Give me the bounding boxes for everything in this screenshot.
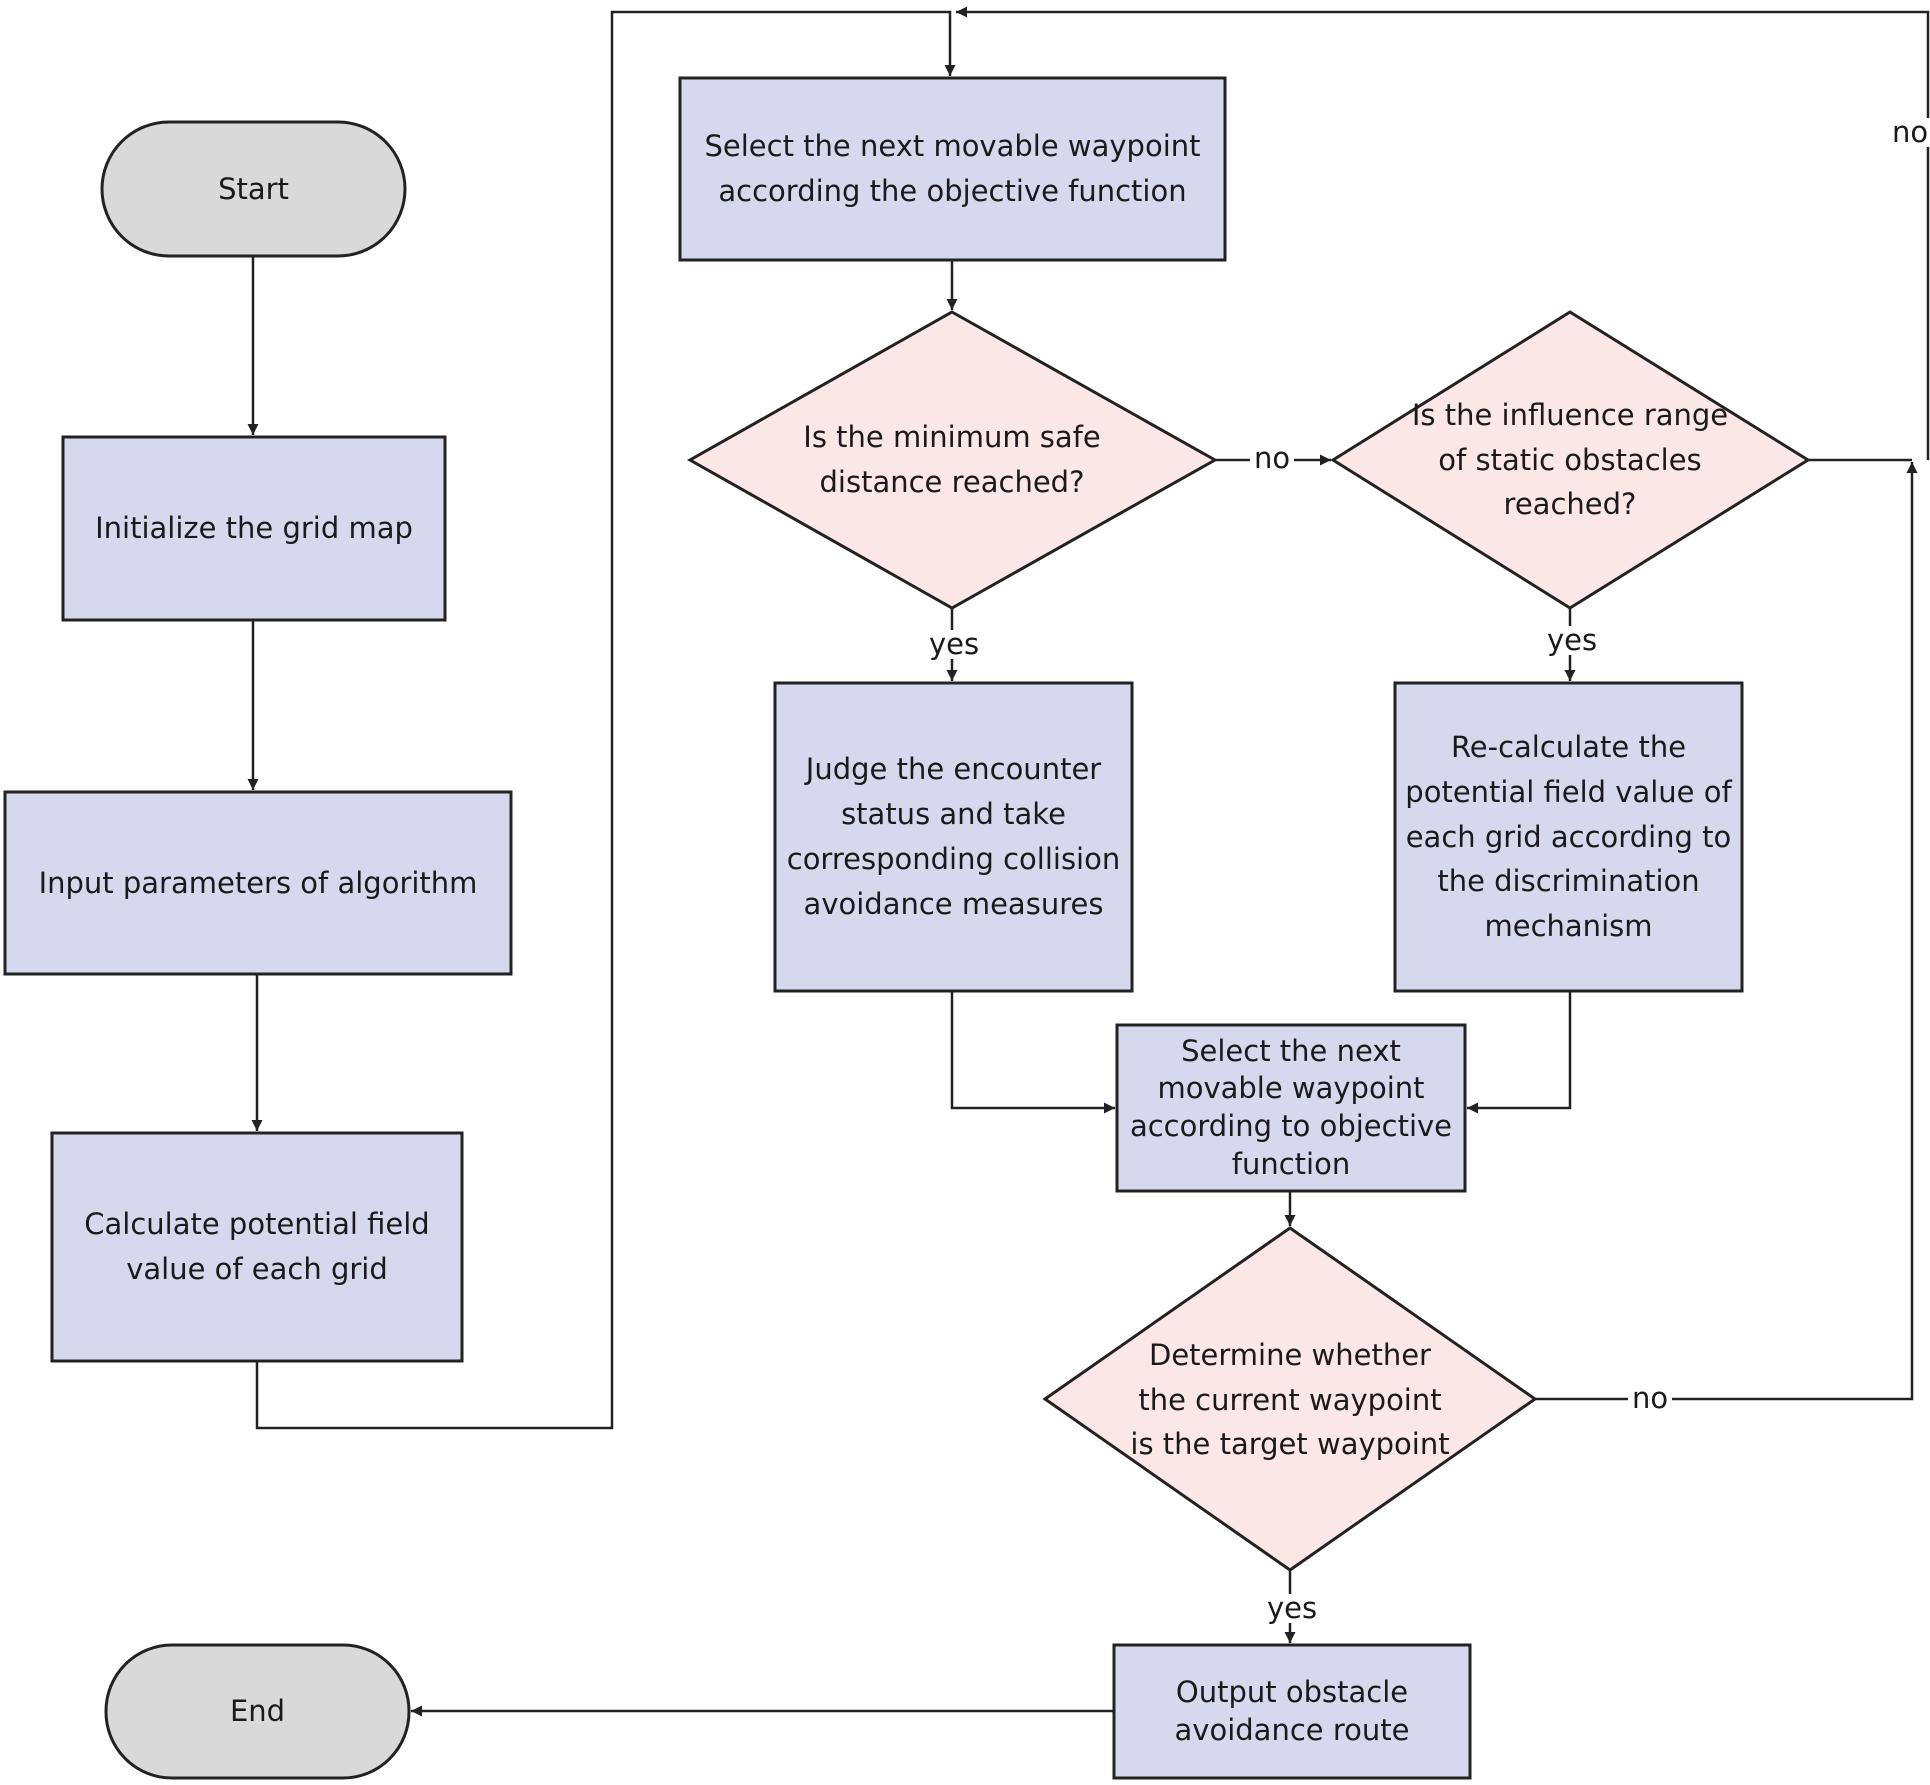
edge-judge-to-select-mid (950, 991, 1115, 1114)
init-grid-box (61, 435, 447, 622)
select-next-top-label: Select the next movable waypoint accordi… (704, 129, 1201, 208)
calc-field-label: Calculate potential field value of each … (84, 1207, 430, 1286)
end-label: End (229, 1694, 286, 1729)
end-terminal (104, 1643, 411, 1780)
edge-label-safe-no: no (1250, 444, 1295, 473)
target-check-label: Determine whether the current waypoint i… (1130, 1337, 1450, 1462)
output-route-label: Output obstacle avoidance route (1174, 1674, 1410, 1747)
static-obstacles-label: Is the influence range of static obstacl… (1411, 397, 1729, 522)
edge-label-target-yes: yes (1263, 1594, 1322, 1623)
edge-label-static-no: no (1888, 118, 1930, 147)
calc-field-box (50, 1131, 464, 1363)
select-next-mid-box (1115, 1023, 1467, 1193)
edge-label-safe-yes: yes (925, 630, 984, 659)
edge-calc-to-select-top (255, 10, 956, 1430)
start-label: Start (218, 171, 289, 206)
output-route-box (1112, 1643, 1472, 1780)
edge-label-target-no: no (1628, 1384, 1673, 1413)
recalc-field-box (1393, 681, 1744, 993)
input-params-label: Input parameters of algorithm (38, 865, 478, 900)
min-safe-distance-label: Is the minimum safe distance reached? (803, 420, 1101, 499)
judge-encounter-box (773, 681, 1134, 993)
edge-label-static-yes: yes (1543, 626, 1602, 655)
recalc-field-label: Re-calculate the potential field value o… (1405, 729, 1732, 944)
select-next-top-box (678, 76, 1227, 262)
edge-recalc-to-select-mid (1467, 991, 1572, 1114)
select-next-mid-label: Select the next movable waypoint accordi… (1129, 1033, 1453, 1181)
edge-loop-back-top (956, 6, 1930, 460)
init-grid-label: Initialize the grid map (95, 511, 413, 546)
judge-encounter-label: Judge the encounter status and take corr… (786, 752, 1121, 921)
input-params-box (3, 790, 513, 976)
